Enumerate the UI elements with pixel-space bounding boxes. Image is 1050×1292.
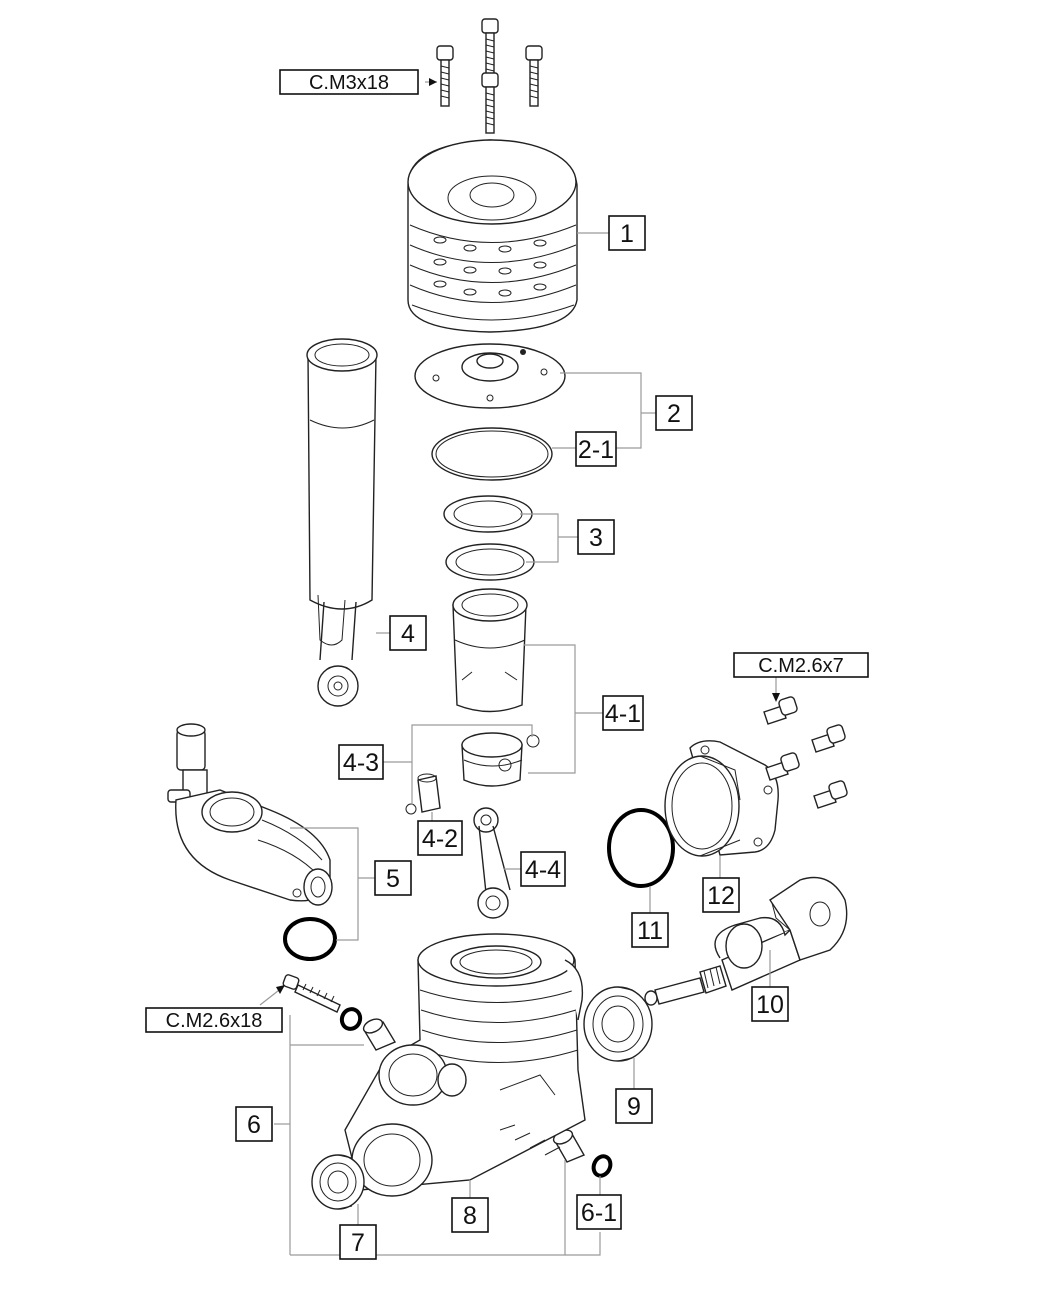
svg-text:8: 8 — [463, 1202, 477, 1230]
rear-bearing — [583, 986, 653, 1062]
part-label-4-3: 4-3 — [338, 744, 384, 780]
svg-text:6-1: 6-1 — [581, 1199, 617, 1227]
part-label-5: 5 — [374, 860, 412, 896]
head-screws — [436, 18, 543, 134]
head-screw — [525, 45, 543, 107]
piston — [461, 732, 523, 787]
head-gasket — [431, 427, 553, 481]
svg-text:4-1: 4-1 — [605, 700, 641, 728]
part-label-2: 2 — [655, 395, 693, 431]
part-label-8: 8 — [451, 1197, 489, 1233]
svg-text:7: 7 — [351, 1229, 365, 1257]
connecting-rod — [473, 807, 511, 919]
svg-text:4: 4 — [401, 620, 415, 648]
piston-cylinder-assembly — [306, 338, 378, 707]
head-screw — [436, 45, 454, 107]
carburetor-o-ring — [283, 917, 337, 961]
piston-pin — [417, 773, 441, 813]
crankcase — [344, 933, 586, 1197]
cooling-holes — [433, 236, 547, 297]
svg-text:C.M3x18: C.M3x18 — [309, 72, 389, 94]
svg-text:C.M2.6x7: C.M2.6x7 — [758, 655, 844, 677]
part-label-4: 4 — [389, 615, 427, 651]
svg-text:3: 3 — [589, 524, 603, 552]
head-screw — [481, 72, 499, 134]
part-label-10: 10 — [751, 986, 789, 1022]
nipple-o-ring — [591, 1154, 613, 1178]
part-label-1: 1 — [608, 215, 646, 251]
cylinder-shims — [443, 495, 535, 581]
crankshaft — [644, 876, 848, 1006]
part-label-11: 11 — [631, 912, 669, 948]
part-label-3: 3 — [577, 519, 615, 555]
part-label-6-1: 6-1 — [576, 1194, 622, 1230]
part-label-4-4: 4-4 — [520, 851, 566, 887]
svg-text:2: 2 — [667, 400, 681, 428]
backplate-screw — [813, 780, 848, 809]
front-bearing — [311, 1154, 365, 1210]
screw-label-top: C.M3x18 — [279, 69, 419, 95]
part-label-2-1: 2-1 — [575, 431, 617, 467]
part-label-7: 7 — [339, 1224, 377, 1260]
backplate-screw — [765, 752, 800, 781]
screw-label-exhaust: C.M2.6x7 — [733, 652, 869, 678]
part-label-9: 9 — [615, 1088, 653, 1124]
backplate-screws — [763, 696, 848, 809]
svg-text:C.M2.6x18: C.M2.6x18 — [166, 1010, 263, 1032]
part-label-4-2: 4-2 — [417, 820, 463, 856]
carburetor — [167, 723, 333, 906]
svg-text:4-2: 4-2 — [422, 825, 458, 853]
part-label-6: 6 — [235, 1106, 273, 1142]
combustion-chamber-insert — [414, 343, 566, 409]
svg-text:9: 9 — [627, 1093, 641, 1121]
head-screw — [481, 18, 499, 80]
piston-pin-clip — [405, 803, 417, 815]
svg-text:10: 10 — [756, 991, 784, 1019]
svg-text:5: 5 — [386, 865, 400, 893]
part-label-4-1: 4-1 — [602, 695, 644, 731]
svg-text:6: 6 — [247, 1111, 261, 1139]
svg-text:12: 12 — [707, 882, 735, 910]
screw-label-carb: C.M2.6x18 — [145, 1007, 283, 1033]
cylinder-head — [407, 139, 578, 333]
svg-text:11: 11 — [637, 917, 663, 945]
svg-text:1: 1 — [620, 220, 634, 248]
nipple — [362, 1018, 397, 1051]
svg-text:4-3: 4-3 — [343, 749, 379, 777]
part-label-12: 12 — [702, 877, 740, 913]
backplate-screw — [763, 696, 798, 725]
svg-text:2-1: 2-1 — [578, 436, 614, 464]
svg-text:4-4: 4-4 — [525, 856, 561, 884]
nipple — [552, 1129, 586, 1163]
cylinder-sleeve — [452, 588, 528, 713]
carburetor-screw — [282, 974, 341, 1013]
backplate — [664, 740, 779, 857]
piston-pin-clip — [526, 734, 540, 748]
backplate-screw — [811, 724, 846, 753]
needle-valve-o-ring — [339, 1007, 363, 1031]
backplate-o-ring — [607, 808, 675, 888]
